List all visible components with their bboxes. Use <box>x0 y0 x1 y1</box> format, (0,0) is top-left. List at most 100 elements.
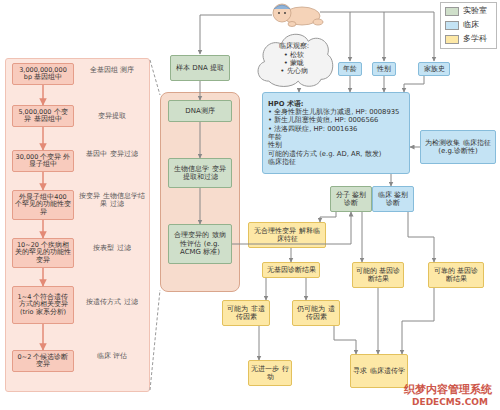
node-text: 年龄 <box>343 65 357 73</box>
watermark-text: 织梦内容管理系统 <box>398 383 498 396</box>
step-label: 按变异 生物信息学结果 过滤 <box>78 192 146 208</box>
step-label: 基因中 变异过滤 <box>78 150 146 158</box>
node-text: 临床 鉴别诊断 <box>375 191 411 208</box>
process-box: 可靠的 基因诊断结果 <box>428 262 484 288</box>
flow-arrow <box>266 278 267 300</box>
node-text: 样本 DNA 提取 <box>176 64 224 72</box>
node-text: • 蒙眬 <box>284 59 304 67</box>
node-text: 无合理性变异 解释临床特征 <box>251 227 323 244</box>
node-text: 可靠的 基因诊断结果 <box>431 267 481 284</box>
node-text: 外显子组中400 个罕见的功能性变异 <box>15 194 71 216</box>
node-text: • 松软 <box>284 51 304 59</box>
process-box: 分子 鉴别诊断 <box>330 186 372 212</box>
source-line <box>384 12 385 61</box>
node-text: 30,000 个变异 外显子组中 <box>15 154 71 169</box>
legend-text: 多学科 <box>463 34 487 44</box>
node-text: 3,000,000,000 bp 基因组中 <box>15 67 71 82</box>
flow-arrow <box>42 172 44 190</box>
node-text: 生物信息学 变异提取和过滤 <box>171 165 229 182</box>
flow-arrow <box>306 278 307 300</box>
node-text: 临床观察: <box>279 42 309 50</box>
baby-illustration <box>273 4 323 27</box>
legend-text: 实验室 <box>463 6 487 16</box>
node-text: 1~4 个符合遗传方式的相关变异 (trio 家系分析) <box>15 294 71 316</box>
legend-text: 临床 <box>463 20 479 30</box>
node-text: 无基因诊断结果 <box>267 266 316 274</box>
process-box: 样本 DNA 提取 <box>170 55 230 81</box>
node-text: 性别 <box>268 141 282 149</box>
process-box: 生物信息学 变异提取和过滤 <box>168 158 232 188</box>
process-box: 仍可能为 遗传因素 <box>292 300 340 326</box>
process-box: 家族史 <box>418 62 450 76</box>
node-text: 仍可能为 遗传因素 <box>295 305 337 322</box>
source-line <box>320 12 434 61</box>
flow-arrow <box>200 188 201 224</box>
node-text: DNA测序 <box>185 107 214 115</box>
node-text: 10~20 个疾病相关的罕见的功能性变异 <box>15 242 71 264</box>
node-text: • 法洛四联症, HP: 0001636 <box>268 125 357 133</box>
node-text: 寻求 临床遗传学 <box>353 367 404 375</box>
flow-arrow <box>320 212 336 222</box>
legend-swatch <box>445 7 459 16</box>
process-box: HPO 术语:• 全身性新生儿肌张力减退, HP: 0008935• 新生儿阻塞… <box>262 92 410 174</box>
flow-arrow <box>259 326 260 360</box>
process-box: 外显子组中400 个罕见的功能性变异 <box>12 190 74 220</box>
bracket-line <box>150 60 160 95</box>
flow-arrow <box>410 147 420 148</box>
legend-item: 临床 <box>445 20 479 30</box>
flow-arrow <box>42 220 44 238</box>
process-box: 5,000,000 个变异 基因组中 <box>12 105 74 127</box>
process-box: 寻求 临床遗传学 <box>350 354 408 388</box>
process-box: 3,000,000,000 bp 基因组中 <box>12 63 74 85</box>
process-box: 1~4 个符合遗传方式的相关变异 (trio 家系分析) <box>12 286 74 324</box>
bracket-line <box>150 290 160 390</box>
step-label: 全基因组 测序 <box>78 66 146 74</box>
flow-arrow <box>42 127 44 150</box>
process-box: 性别 <box>372 62 396 76</box>
node-text: 临床指征 <box>268 158 296 166</box>
watermark-text: DEDECMS.COM <box>405 397 495 408</box>
node-text: 分子 鉴别诊断 <box>333 191 369 208</box>
node-text: • 新生儿阻塞性黄疸, HP: 0006566 <box>268 116 378 124</box>
legend-swatch <box>445 35 459 44</box>
legend-item: 多学科 <box>445 34 487 44</box>
node-text: 0~2 个候选诊断变异 <box>15 354 71 369</box>
node-text: 无进一步 行动 <box>251 365 289 382</box>
node-text: 可能为 非遗传因素 <box>225 305 267 322</box>
node-text: 家族史 <box>424 65 445 73</box>
legend-swatch <box>445 21 459 30</box>
process-box: 10~20 个疾病相关的罕见的功能性变异 <box>12 238 74 268</box>
process-box: 可能为 非遗传因素 <box>222 300 270 326</box>
flow-arrow <box>408 212 434 262</box>
process-box: 无基因诊断结果 <box>262 262 320 278</box>
flow-arrow <box>384 76 385 92</box>
process-box: 可能的 基因诊断结果 <box>352 262 404 288</box>
node-text: 合理变异的 致病性评估 (e.g. ACMG 标准) <box>171 231 229 256</box>
process-box: 0~2 个候选诊断变异 <box>12 350 74 372</box>
step-label: 按遗传方式 过滤 <box>78 298 146 306</box>
node-text: • 先心病 <box>280 67 307 75</box>
source-line <box>200 15 272 54</box>
process-box: DNA测序 <box>168 100 232 122</box>
flow-arrow <box>362 212 363 262</box>
source-line <box>350 12 351 61</box>
process-box: 临床 鉴别诊断 <box>372 186 414 212</box>
process-box: 合理变异的 致病性评估 (e.g. ACMG 标准) <box>168 224 232 264</box>
process-box: 年龄 <box>338 62 362 76</box>
flow-arrow <box>200 122 201 158</box>
process-box: 30,000 个变异 外显子组中 <box>12 150 74 172</box>
process-box: 无进一步 行动 <box>248 360 292 386</box>
step-label: 临床 评估 <box>78 352 146 360</box>
legend-item: 实验室 <box>445 6 487 16</box>
node-text: 性别 <box>377 65 391 73</box>
flow-arrow <box>404 76 424 92</box>
flow-arrow <box>378 288 379 354</box>
node-text: 为检测收集 临床指征 (e.g.诊断性) <box>423 139 493 156</box>
flow-arrow <box>402 288 434 354</box>
flow-arrow <box>42 268 44 286</box>
node-text: 5,000,000 个变异 基因组中 <box>15 109 71 124</box>
process-box: 为检测收集 临床指征 (e.g.诊断性) <box>420 130 496 164</box>
flow-arrow <box>334 326 356 354</box>
node-text: • 全身性新生儿肌张力减退, HP: 0008935 <box>268 108 399 116</box>
